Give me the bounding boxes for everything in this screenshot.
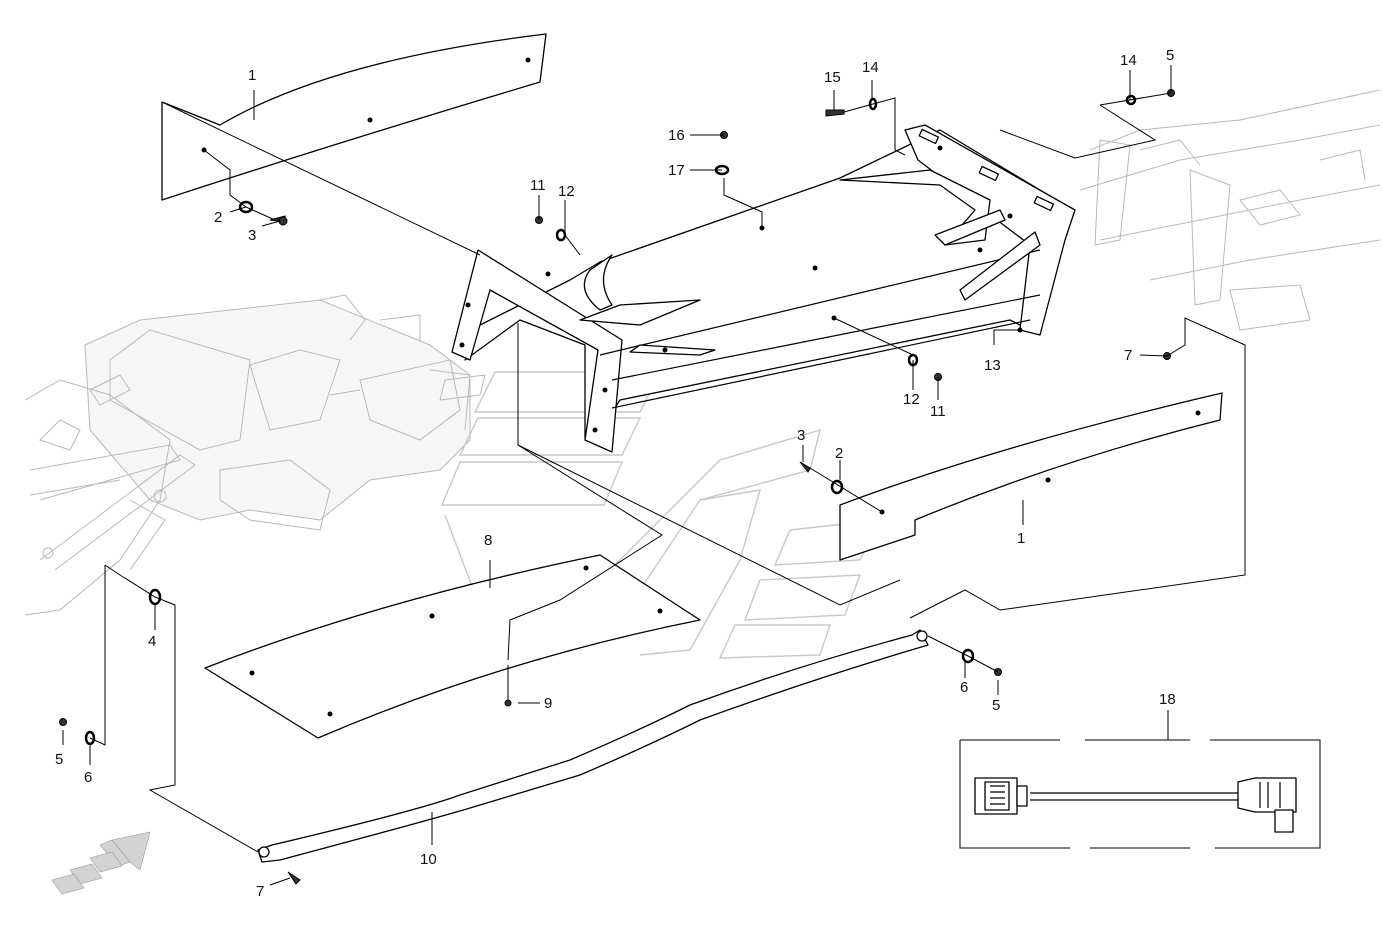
callout-1-top: 1 (248, 67, 256, 84)
callout-4: 4 (148, 633, 156, 650)
callout-9: 9 (544, 695, 552, 712)
callout-10: 10 (420, 851, 437, 868)
direction-arrow-icon (51, 831, 151, 895)
callout-5-left: 5 (55, 751, 63, 768)
callout-13: 13 (984, 357, 1001, 374)
callout-5-top: 5 (1166, 47, 1174, 64)
part-10-rod (257, 629, 929, 863)
callout-6-left: 6 (84, 769, 92, 786)
callout-7-bottom: 7 (256, 883, 264, 900)
callout-14-b: 14 (1120, 52, 1137, 69)
callout-2-right: 2 (835, 445, 843, 462)
part-1-lower-panel (839, 392, 1223, 561)
callout-3-right: 3 (797, 427, 805, 444)
part-8-floor-plate (204, 554, 701, 739)
callout-8: 8 (484, 532, 492, 549)
callout-12-a: 12 (558, 183, 575, 200)
callout-14-a: 14 (862, 59, 879, 76)
callout-17: 17 (668, 162, 685, 179)
callout-1-right: 1 (1017, 530, 1025, 547)
ghost-right-machinery (1079, 89, 1381, 331)
part-13-main-frame (451, 124, 1076, 453)
callout-11-a: 11 (530, 177, 546, 194)
callout-12-b: 12 (903, 391, 920, 408)
part-18-cable-harness-inset (959, 739, 1321, 849)
callout-6-mid: 6 (960, 679, 968, 696)
callout-18: 18 (1159, 691, 1176, 708)
callout-15: 15 (824, 69, 841, 86)
callout-11-b: 11 (930, 403, 946, 420)
part-1-upper-panel (161, 33, 547, 201)
callout-7-right: 7 (1124, 347, 1132, 364)
ghost-left-machinery (24, 294, 486, 616)
callout-3-left: 3 (248, 227, 256, 244)
leader-lines (62, 65, 1246, 886)
callout-5-mid: 5 (992, 697, 1000, 714)
callout-labels: 1 2 3 11 12 16 17 15 14 14 5 7 13 12 11 … (55, 47, 1176, 900)
callout-2-left: 2 (214, 209, 222, 226)
callout-16: 16 (668, 127, 685, 144)
